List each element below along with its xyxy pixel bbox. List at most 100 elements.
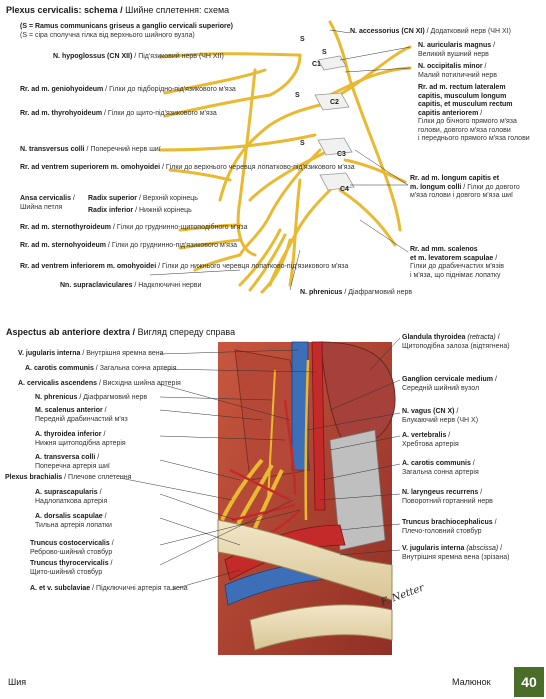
scalenus-la2: et m. levatorem scapulae bbox=[410, 254, 494, 262]
auricularis-ua: Великий вушний нерв bbox=[418, 50, 489, 58]
longus-label: Rr. ad m. longum capitis et m. longum co… bbox=[410, 175, 520, 199]
rectus-ua3: і переднього прямого м'яза голови bbox=[418, 135, 530, 142]
accessorius-ua: Додатковий нерв (ЧН XI) bbox=[430, 28, 511, 35]
sternohyoid-branch bbox=[178, 238, 242, 250]
auricularis-label: N. auricularis magnus / Великий вушний н… bbox=[418, 42, 496, 58]
label-plexus-brachialis: Plexus brachialis / Плечове сплетення bbox=[5, 474, 132, 481]
geniohyoid-ua: Гілки до підборідно-під'язикового м'яза bbox=[109, 86, 236, 93]
first-rib bbox=[249, 604, 393, 651]
phrenicus-label: N. phrenicus / Діафрагмовий нерв bbox=[300, 289, 413, 296]
bottom-leaders-left bbox=[119, 349, 317, 591]
ramus-communicans-ua: (S = сіра сполучна гілка від верхнього ш… bbox=[20, 31, 195, 39]
node-c4: C4 bbox=[340, 186, 349, 193]
radix-sup-la: Radix superior bbox=[88, 195, 138, 202]
supraclavicular-nerves bbox=[238, 228, 292, 294]
scalenus-la1: Rr. ad mm. scalenos bbox=[410, 246, 478, 253]
rlbl-4-ua: Загальна сонна артерія bbox=[402, 468, 479, 476]
sternohyoid-label: Rr. ad m. sternohyoideum / Гілки до груд… bbox=[20, 242, 238, 249]
lbl-10-la: Truncus costocervicalis bbox=[30, 540, 110, 547]
rlbl-0-ua: Щитоподібна залоза (відтягнена) bbox=[402, 342, 510, 350]
ansa-label: Ansa cervicalis / Шийна петля bbox=[20, 195, 75, 211]
vagus-nerve bbox=[304, 359, 310, 521]
longus-ua2: м'яза голови і довгого м'яза шиї bbox=[410, 192, 513, 199]
label-a-dorsalis: A. dorsalis scapulae /Тильна артерія лоп… bbox=[35, 513, 112, 529]
label-a-thyroidea: A. thyroidea inferior /Нижня щитоподібна… bbox=[35, 431, 126, 447]
rlbl-1-la: Ganglion cervicale medium bbox=[402, 376, 494, 383]
supraclav-ua: Надключичні нерви bbox=[138, 282, 202, 289]
label-truncus-thyrocervicalis: Truncus thyrocervicalis /Щито-шийний сто… bbox=[30, 560, 113, 576]
vertebral-column bbox=[329, 429, 386, 551]
sternothyroid-branch bbox=[178, 223, 242, 232]
occipitalis-ua: Малий потиличний нерв bbox=[418, 71, 497, 79]
lbl-10-ua: Реброво-шийний стовбур bbox=[30, 548, 113, 556]
rectus-ua2: голови, довгого м'яза голови bbox=[418, 126, 511, 134]
footer-section: Шия bbox=[8, 677, 27, 687]
radix-inf-la: Radix inferior bbox=[88, 207, 134, 214]
phrenicus-la: N. phrenicus bbox=[300, 289, 343, 296]
scalenus-ua1: Гілки до драбинчастих м'язів bbox=[410, 263, 504, 270]
omohyoid-sup-label: Rr. ad ventrem superiorem m. omohyoidei … bbox=[20, 164, 355, 171]
label-a-carotis-right: A. carotis communis /Загальна сонна арте… bbox=[402, 460, 479, 476]
transversus-la: N. transversus colli bbox=[20, 146, 85, 153]
top-title-la: Plexus cervicalis: schema bbox=[6, 5, 118, 15]
label-subclaviae: A. et v. subclaviae / Підключичні артері… bbox=[30, 585, 188, 592]
radix-inf-ua: Нижній корінець bbox=[138, 207, 192, 214]
scalene-branches bbox=[338, 188, 397, 247]
label-a-transversa: A. transversa colli /Поперечна артерія ш… bbox=[35, 454, 110, 470]
node-s3: S bbox=[295, 92, 300, 99]
thyrohyoid-label: Rr. ad m. thyrohyoideum / Гілки до щито-… bbox=[20, 110, 217, 117]
rectus-la1: Rr. ad m. rectum lateralem bbox=[418, 84, 506, 91]
hypoglossal-nerve bbox=[158, 52, 302, 59]
rectus-la2: capitis, musculum longum bbox=[418, 92, 507, 100]
rlbl-7-ua: Внутрішня яремна вена (зрізана) bbox=[402, 553, 510, 561]
geniohyoid-la: Rr. ad m. geniohyoideum bbox=[20, 86, 104, 93]
rectus-la4: capitis anteriorem bbox=[418, 109, 479, 117]
label-v-jugularis: V. jugularis interna / Внутрішня яремна … bbox=[18, 350, 164, 357]
lbl-4-la: M. scalenus anterior bbox=[35, 407, 103, 414]
top-title-ua: Шийне сплетення: схема bbox=[125, 5, 230, 15]
label-glandula-thyroidea: Glandula thyroidea (retracta) /Щитоподіб… bbox=[402, 334, 510, 350]
rlbl-0-em: (retracta) bbox=[467, 334, 496, 341]
radix-inferior-label: Radix inferior / Нижній корінець bbox=[88, 207, 192, 214]
label-truncus-brachiocephalicus: Truncus brachiocephalicus /Плечо-головни… bbox=[402, 519, 497, 535]
ansa-cervicalis-loop bbox=[236, 198, 257, 257]
auricularis-la: N. auricularis magnus bbox=[418, 42, 492, 49]
hypoglossus-ua: Під'язиковий нерв (ЧН XII) bbox=[138, 53, 224, 60]
rlbl-2-la: N. vagus (CN X) bbox=[402, 408, 455, 415]
rlbl-3-ua: Хребтова артерія bbox=[402, 440, 459, 448]
sternothyroid-label: Rr. ad m. sternothyroideum / Гілки до гр… bbox=[20, 224, 248, 231]
node-c1: C1 bbox=[312, 61, 321, 68]
node-s2: S bbox=[322, 49, 327, 56]
vertebra-schematic bbox=[314, 55, 355, 191]
transversus-label: N. transversus colli / Поперечний нерв ш… bbox=[20, 146, 161, 153]
c1-loop bbox=[268, 53, 302, 97]
omohyoid-sup-branch bbox=[168, 168, 232, 182]
lbl-5-la: A. thyroidea inferior bbox=[35, 431, 102, 438]
lbl-0-la: V. jugularis interna bbox=[18, 350, 81, 357]
lbl-9-la: A. dorsalis scapulae bbox=[35, 513, 103, 520]
lbl-8-ua: Надлопаткова артерія bbox=[35, 497, 108, 505]
ansa-ua: Шийна петля bbox=[20, 203, 63, 211]
label-v-jugularis-abscissa: V. jugularis interna (abscissa) /Внутріш… bbox=[402, 545, 510, 561]
rlbl-6-ua: Плечо-головний стовбур bbox=[402, 527, 482, 535]
supraclavicular-label: Nn. supraclaviculares / Надключичні нерв… bbox=[60, 282, 202, 289]
lbl-1-la: A. carotis communis bbox=[25, 365, 94, 372]
lbl-11-ua: Щито-шийний стовбур bbox=[30, 568, 103, 576]
thyroid-gland bbox=[319, 341, 396, 447]
omohyoid-inf-label: Rr. ad ventrem inferiorem m. omohyoidei … bbox=[20, 263, 349, 270]
scalenus-ua2: і м'яза, що піднімає лопатку bbox=[410, 271, 501, 279]
transverse-colli bbox=[158, 133, 317, 152]
label-a-cervicalis: A. cervicalis ascendens / Висхідна шийна… bbox=[18, 380, 181, 387]
label-n-laryngeus: N. laryngeus recurrens /Поворотний горта… bbox=[402, 489, 493, 505]
phrenic-nerve bbox=[288, 178, 302, 287]
sternothyroid-ua: Гілки до груднинно-щитоподібного м'яза bbox=[116, 224, 248, 231]
omohyoid-inf-ua: Гілки до нижнього черевця лопатково-під'… bbox=[162, 263, 349, 270]
footer-figure-label: Малюнок bbox=[452, 677, 491, 687]
supraclav-la: Nn. supraclaviculares bbox=[60, 282, 133, 289]
accessorius-la: N. accessorius (CN XI) bbox=[350, 28, 425, 35]
rlbl-1-ua: Середній шийний вузол bbox=[402, 384, 480, 392]
phrenicus-ua: Діафрагмовий нерв bbox=[348, 289, 413, 296]
node-s4: S bbox=[300, 140, 305, 147]
clavicle bbox=[217, 519, 393, 601]
